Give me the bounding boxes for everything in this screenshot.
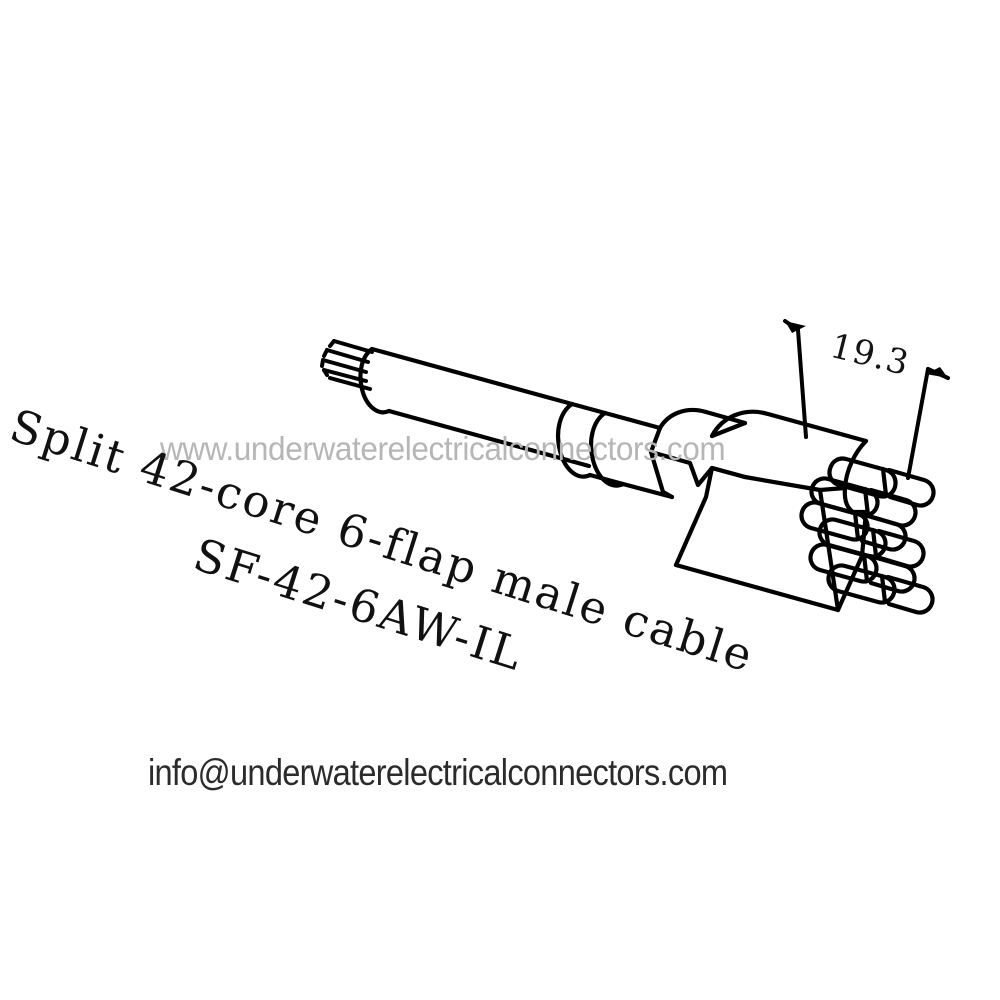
- dimension-19-3: [783, 319, 950, 480]
- pin-stub-group: [799, 456, 936, 615]
- pin-stub: [808, 542, 917, 594]
- drawing-linework: [320, 319, 950, 615]
- pin-stub: [826, 563, 935, 615]
- wire-strands-icon: [320, 339, 374, 391]
- cable-jacket: [358, 346, 592, 469]
- watermark-url: www.underwaterelectricalconnectors.com: [160, 430, 726, 467]
- contact-email: info@underwaterelectricalconnectors.com: [148, 752, 728, 793]
- strain-relief-collar: [555, 401, 626, 488]
- pin-stub: [827, 456, 936, 508]
